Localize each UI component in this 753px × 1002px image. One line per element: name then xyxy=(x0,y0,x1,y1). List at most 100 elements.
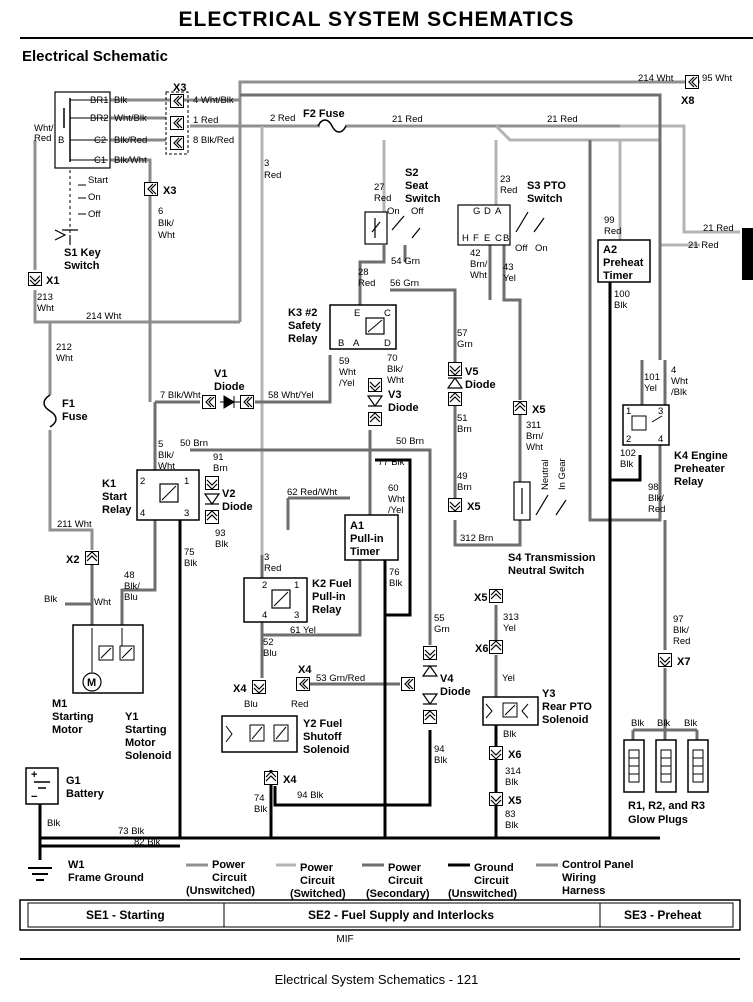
x7-connector: X7 xyxy=(658,653,690,668)
x5-connector-b: X5 xyxy=(448,498,480,513)
s2-seat-switch: S2 Seat Switch On Off xyxy=(364,167,441,245)
svg-text:1: 1 xyxy=(184,476,189,487)
a2-preheat-timer: A2 Preheat Timer xyxy=(597,239,651,283)
svg-text:Frame Ground: Frame Ground xyxy=(68,872,144,884)
label-w98-3: Red xyxy=(648,504,665,515)
x4-connector-a: X4 xyxy=(233,680,266,695)
x4-connector-c: X4 xyxy=(264,771,297,786)
label-w21a: 21 Red xyxy=(392,114,423,125)
svg-text:+: + xyxy=(31,769,37,781)
section-heading: Electrical Schematic xyxy=(22,48,168,65)
s1-br1: BR1 xyxy=(90,95,108,106)
section-se2: SE2 - Fuel Supply and Interlocks xyxy=(308,908,494,922)
svg-text:4: 4 xyxy=(658,434,663,445)
wire-56-grn xyxy=(390,288,457,368)
wire-21-red-c xyxy=(620,124,740,234)
svg-text:B: B xyxy=(503,233,509,244)
wire-28-red xyxy=(358,245,386,305)
label-w314-2: Blk xyxy=(505,777,518,788)
label-w48-2: Blk/ xyxy=(124,581,140,592)
label-w102-1: 102 xyxy=(620,448,636,459)
legend-power-unswitched: Power Circuit (Unswitched) xyxy=(186,859,255,897)
label-w75-1: 75 xyxy=(184,547,195,558)
label-w7: 7 Blk/Wht xyxy=(160,390,201,401)
label-w98-2: Blk/ xyxy=(648,493,664,504)
svg-text:Off: Off xyxy=(515,243,528,254)
label-w48-3: Blu xyxy=(124,592,138,603)
label-w59-2: Wht xyxy=(339,367,356,378)
label-w73: 73 Blk xyxy=(118,826,145,837)
svg-text:4: 4 xyxy=(262,610,267,621)
label-w6-1: 6 xyxy=(158,206,163,217)
s1-br2: BR2 xyxy=(90,113,108,124)
label-blu-y2: Blu xyxy=(244,699,258,710)
svg-text:Power: Power xyxy=(300,862,334,874)
svg-text:V1: V1 xyxy=(214,368,227,380)
label-w4wb-2: Wht xyxy=(671,376,688,387)
label-w93-1: 93 xyxy=(215,528,226,539)
label-w27-1: 27 xyxy=(374,182,385,193)
svg-text:Solenoid: Solenoid xyxy=(542,714,588,726)
k4-engine-preheater-relay: 1 3 2 4 K4 Engine Preheater Relay xyxy=(622,404,728,488)
svg-text:X5: X5 xyxy=(467,501,480,513)
svg-text:Neutral Switch: Neutral Switch xyxy=(508,565,585,577)
svg-text:X1: X1 xyxy=(46,275,59,287)
label-w4wb-1: 4 xyxy=(671,365,676,376)
svg-text:Solenoid: Solenoid xyxy=(303,744,349,756)
legend-harness: Control Panel Wiring Harness xyxy=(536,859,634,897)
k3-safety-relay: E C B A D K3 #2 Safety Relay xyxy=(288,304,397,350)
svg-text:S3 PTO: S3 PTO xyxy=(527,180,566,192)
label-w59-3: /Yel xyxy=(339,378,355,389)
label-w311-2: Brn/ xyxy=(526,431,544,442)
svg-text:Control Panel: Control Panel xyxy=(562,859,634,871)
x1-connector: X1 xyxy=(28,272,59,287)
svg-text:1: 1 xyxy=(294,580,299,591)
s1-b: B xyxy=(58,135,64,146)
wire-312-brn xyxy=(453,515,522,547)
svg-text:On: On xyxy=(387,206,400,217)
label-w101-1: 101 xyxy=(644,372,660,383)
wire-labels: Blk Wht/Blk Blk/Red Blk/Wht Wht/ Red 4 W… xyxy=(34,73,734,848)
wire-50-brn xyxy=(190,448,432,630)
svg-text:Y2 Fuel: Y2 Fuel xyxy=(303,718,342,730)
header-rule xyxy=(20,37,753,39)
svg-text:Relay: Relay xyxy=(288,333,318,345)
svg-text:(Unswitched): (Unswitched) xyxy=(186,885,255,897)
label-c1-blkwht: Blk/Wht xyxy=(114,155,147,166)
label-w213-2: Wht xyxy=(37,303,54,314)
wire-94-blk xyxy=(273,730,432,807)
svg-text:R1, R2, and R3: R1, R2, and R3 xyxy=(628,800,705,812)
svg-text:X8: X8 xyxy=(681,95,694,107)
f1-fuse: F1 Fuse xyxy=(43,394,88,428)
label-w98-1: 98 xyxy=(648,482,659,493)
label-w43-1: 43 xyxy=(503,262,514,273)
footer-code: MIF xyxy=(336,934,354,945)
page-edge-tab xyxy=(742,228,753,280)
svg-text:S2: S2 xyxy=(405,167,418,179)
s1-off: Off xyxy=(88,209,101,220)
svg-text:C: C xyxy=(495,233,502,244)
wire-73-82 xyxy=(40,836,660,848)
y2-fuel-shutoff-solenoid: Y2 Fuel Shutoff Solenoid xyxy=(221,715,349,756)
wire-r-plugs xyxy=(631,668,699,742)
svg-text:Y1: Y1 xyxy=(125,711,138,723)
section-bar: SE1 - Starting SE2 - Fuel Supply and Int… xyxy=(19,899,741,931)
label-w311-1: 311 xyxy=(526,420,541,431)
label-w313-1: 313 xyxy=(503,612,519,623)
label-w82: 82 Blk xyxy=(134,837,161,848)
svg-text:Safety: Safety xyxy=(288,320,322,332)
label-w93-2: Blk xyxy=(215,539,228,550)
section-se1: SE1 - Starting xyxy=(86,908,165,922)
label-w75-2: Blk xyxy=(184,558,197,569)
label-w100-2: Blk xyxy=(614,300,627,311)
svg-text:F1: F1 xyxy=(62,398,75,410)
label-br1-blk: Blk xyxy=(114,95,127,106)
label-w99-1: 99 xyxy=(604,215,615,226)
svg-text:Starting: Starting xyxy=(52,711,94,723)
label-w94a-2: Blk xyxy=(434,755,447,766)
svg-text:Harness: Harness xyxy=(562,885,605,897)
svg-text:K2 Fuel: K2 Fuel xyxy=(312,578,352,590)
wires-ground xyxy=(38,282,660,860)
svg-text:3: 3 xyxy=(658,406,663,417)
label-w8: 8 Blk/Red xyxy=(193,135,234,146)
